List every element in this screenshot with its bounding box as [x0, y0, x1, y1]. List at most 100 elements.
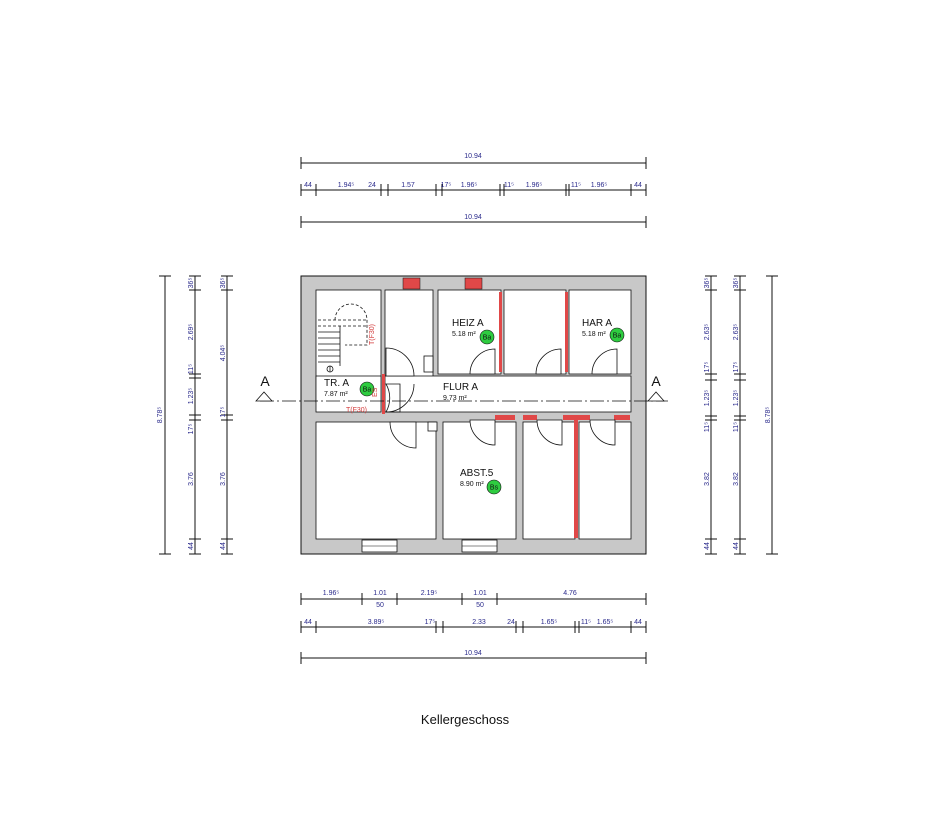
- dim-left-col-a: 36⁵ 2.69⁵ 11⁵ 1.23⁵ 17⁵ 3.76 44: [188, 278, 195, 550]
- dim-bottom-2-6: 11⁵: [581, 619, 591, 626]
- dim-right-b-6: 44: [733, 542, 740, 550]
- badge-tr-text: Ba: [363, 387, 372, 394]
- shafts: [423, 355, 438, 432]
- dim-bottom-2-1: 3.89⁵: [368, 619, 385, 626]
- dim-top-0: 44: [304, 182, 312, 189]
- dim-right-col-b: 36⁵ 2.63⁵ 17⁵ 1.23⁵ 11⁵ 3.82 44: [733, 278, 740, 550]
- dim-right-b-5: 3.82: [733, 472, 740, 486]
- dim-right-a-5: 3.82: [704, 472, 711, 486]
- red-note-vertical-2: T(F30): [369, 324, 376, 345]
- abst-room: [442, 421, 517, 540]
- chimney-2: [464, 277, 483, 290]
- dim-bottom-1-sub-1: 50: [476, 602, 484, 609]
- dim-bottom-2-4: 24: [507, 619, 515, 626]
- dim-right-a-6: 44: [704, 542, 711, 550]
- left-dimensions: [159, 275, 233, 555]
- dim-right-b-4: 11⁵: [733, 422, 740, 432]
- dim-top-6: 11⁵: [504, 182, 514, 189]
- dim-top-1: 1.94⁵: [338, 182, 355, 189]
- section-line: [255, 391, 668, 402]
- dim-bottom-1-1: 1.01: [373, 590, 387, 597]
- dim-bottom-1-3: 1.01: [473, 590, 487, 597]
- room-name-har: HAR A: [582, 318, 612, 329]
- flur-room: [384, 375, 632, 413]
- dim-bottom-2-0: 44: [304, 619, 312, 626]
- dim-right-b-3: 1.23⁵: [733, 390, 740, 407]
- dim-left-outer: 8.78⁵: [157, 407, 164, 424]
- room-name-flur: FLUR A: [443, 382, 478, 393]
- dim-bottom-1-4: 4.76: [563, 590, 577, 597]
- room-name-tr: TR. A: [324, 378, 349, 389]
- dim-bottom-2-8: 44: [634, 619, 642, 626]
- dim-top-7: 1.96⁵: [526, 182, 543, 189]
- dim-top-2: 24: [368, 182, 376, 189]
- dim-right-a-3: 1.23⁵: [704, 390, 711, 407]
- large-room: [315, 421, 437, 540]
- dim-top-5: 1.96⁵: [461, 182, 478, 189]
- dim-top-row: 44 1.94⁵ 24 1.57 17⁵ 1.96⁵ 11⁵ 1.96⁵ 11⁵…: [304, 182, 642, 189]
- dim-left-col-b: 36⁵ 4.04⁵ 17⁵ 3.76 44: [220, 278, 227, 550]
- dim-top-4: 17⁵: [441, 182, 452, 189]
- dim-bottom-overall: 10.94: [464, 650, 482, 657]
- dim-right-a-0: 36⁵: [704, 278, 711, 289]
- badge-tr: [359, 381, 375, 397]
- dim-bottom-2-5: 1.65⁵: [541, 619, 558, 626]
- dim-right-a-4: 11⁵: [704, 422, 711, 432]
- bottom-dimensions: [300, 593, 647, 664]
- dim-right-outer: 8.78⁵: [765, 407, 772, 424]
- dim-bottom-1-2: 2.19⁵: [421, 590, 438, 597]
- section-mark-right: A: [651, 373, 661, 389]
- dim-left-a-1: 2.69⁵: [188, 324, 195, 341]
- dim-top-overall-b: 10.94: [464, 214, 482, 221]
- dim-left-a-6: 44: [188, 542, 195, 550]
- dim-left-a-4: 17⁵: [188, 424, 195, 435]
- dim-bottom-2-3: 2.33: [472, 619, 486, 626]
- section-mark-left: A: [260, 373, 270, 389]
- dim-top-3: 1.57: [401, 182, 415, 189]
- badge-har-text: Ba: [613, 333, 622, 340]
- badge-heiz-text: Ba: [483, 335, 492, 342]
- dim-right-a-1: 2.63⁵: [704, 324, 711, 341]
- dim-left-b-3: 3.76: [220, 472, 227, 486]
- plan-caption: Kellergeschoss: [420, 712, 510, 727]
- room-area-abst: 8.90 m²: [460, 481, 484, 488]
- dim-left-a-2: 11⁵: [188, 364, 195, 374]
- dim-bottom-2-7: 1.65⁵: [597, 619, 614, 626]
- dim-left-a-5: 3.76: [188, 472, 195, 486]
- dim-right-b-0: 36⁵: [733, 278, 740, 289]
- doors: [385, 347, 618, 449]
- badge-abst-text: Bs: [490, 485, 499, 492]
- red-note-vertical-1: ES: [372, 387, 379, 397]
- room-area-tr: 7.87 m²: [324, 391, 348, 398]
- room-name-abst: ABST.5: [460, 468, 494, 479]
- badge-heiz: [479, 329, 495, 345]
- dim-left-a-3: 1.23⁵: [188, 388, 195, 405]
- dim-bottom-row2: 44 3.89⁵ 17⁵ 2.33 24 1.65⁵ 11⁵ 1.65⁵ 44: [304, 619, 642, 626]
- dim-top-8: 11⁵: [571, 182, 581, 189]
- dim-right-b-1: 2.63⁵: [733, 324, 740, 341]
- dim-top-overall-a: 10.94: [464, 153, 482, 160]
- right-dimensions: [705, 275, 778, 555]
- dim-right-b-2: 17⁵: [733, 362, 740, 373]
- badge-abst: [486, 479, 502, 495]
- dim-top-10: 44: [634, 182, 642, 189]
- room-area-heiz: 5.18 m²: [452, 331, 476, 338]
- dim-right-a-2: 17⁵: [704, 362, 711, 373]
- dim-left-b-1: 4.04⁵: [220, 345, 227, 362]
- dim-left-b-0: 36⁵: [220, 278, 227, 289]
- room-area-flur: 9.73 m²: [443, 395, 467, 402]
- room-area-har: 5.18 m²: [582, 331, 606, 338]
- dim-bottom-row1: 1.96⁵ 1.01 2.19⁵ 1.01 4.76 50 50: [323, 590, 577, 609]
- dim-right-col-a: 36⁵ 2.63⁵ 17⁵ 1.23⁵ 11⁵ 3.82 44: [704, 278, 711, 550]
- dim-bottom-2-2: 17⁵: [425, 619, 436, 626]
- dim-top-9: 1.96⁵: [591, 182, 608, 189]
- chimney-1: [402, 277, 421, 290]
- dim-left-b-4: 44: [220, 542, 227, 550]
- room-name-heiz: HEIZ A: [452, 318, 484, 329]
- red-note-door: T(F30): [346, 407, 367, 414]
- top-dimensions: [300, 157, 647, 228]
- dim-left-a-0: 36⁵: [188, 278, 195, 289]
- dim-left-b-2: 17⁵: [220, 407, 227, 418]
- badge-har: [609, 327, 625, 343]
